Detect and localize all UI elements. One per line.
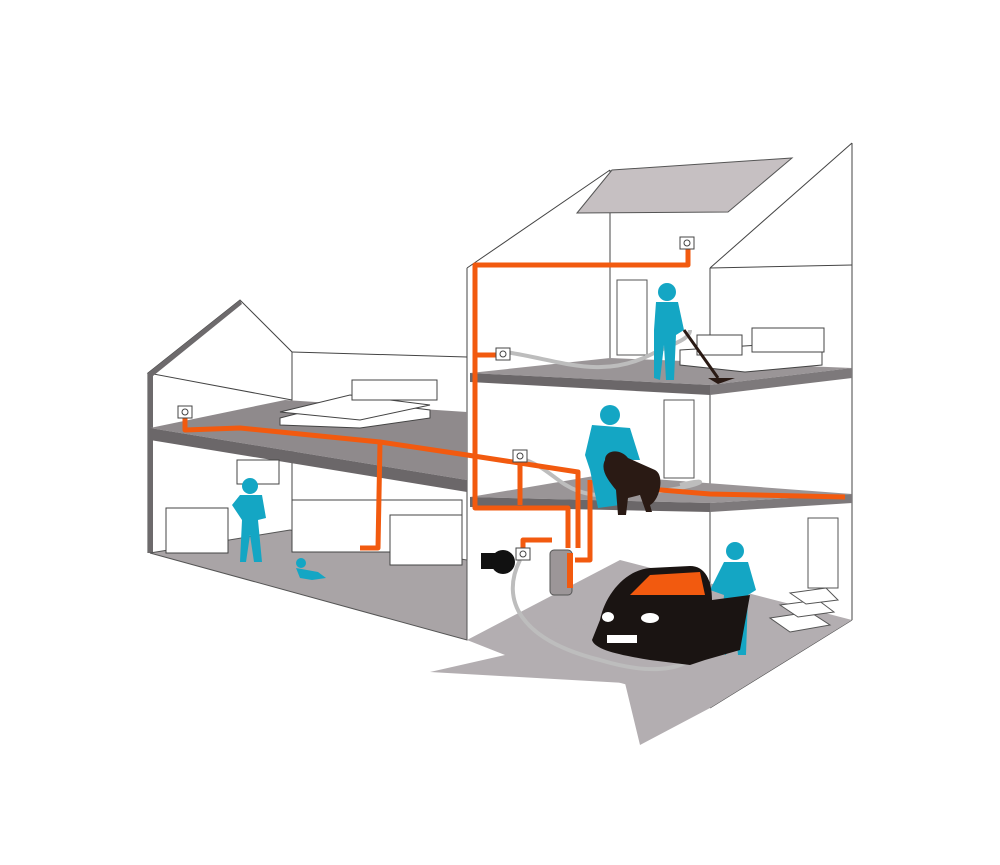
garage-stairs — [768, 587, 840, 633]
garage-door — [807, 517, 839, 589]
vacuum-head — [708, 378, 735, 384]
attic-floor-edge — [470, 373, 710, 395]
baby — [296, 558, 326, 580]
second-floor-door — [663, 399, 695, 479]
kitchen-cabinets — [165, 459, 463, 566]
attic-door — [616, 279, 648, 356]
exhaust-muffler-icon — [481, 550, 515, 574]
car — [592, 566, 750, 665]
dog — [603, 451, 661, 515]
person-kitchen — [232, 478, 266, 562]
bed-attic — [679, 327, 825, 373]
person-attic — [654, 283, 684, 380]
vacuum-wand — [682, 329, 720, 379]
vacuum-inlet-icon[interactable] — [177, 236, 695, 561]
attic-floor-side — [710, 368, 852, 395]
bed-left — [279, 379, 438, 429]
skylight — [575, 157, 794, 214]
central-vacuum-unit-icon — [549, 549, 573, 596]
upper-floor-left-edge — [150, 428, 467, 492]
